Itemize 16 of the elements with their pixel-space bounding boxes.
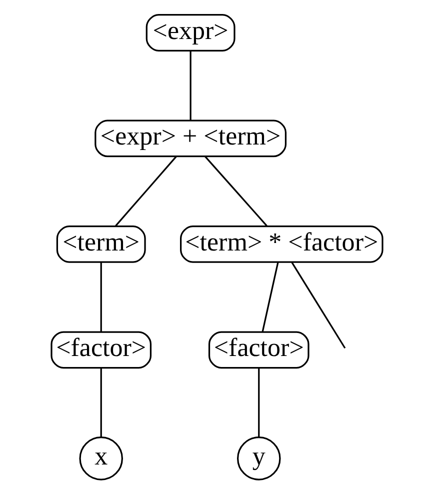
connector <box>204 156 267 226</box>
connector <box>189 50 191 120</box>
node-box: <expr> <box>145 14 235 52</box>
node-circle: x <box>78 436 122 480</box>
node-box: <expr> + <term> <box>94 120 286 158</box>
node-box: <term> <box>56 225 146 263</box>
connector <box>261 262 278 332</box>
connector <box>100 262 102 332</box>
connector <box>100 368 102 438</box>
connector <box>114 156 176 226</box>
connector <box>258 368 260 438</box>
connector <box>290 262 346 349</box>
node-box: <term> * <factor> <box>180 225 383 263</box>
node-circle: y <box>236 436 280 480</box>
node-box: <factor> <box>208 331 309 369</box>
node-box: <factor> <box>50 331 152 369</box>
